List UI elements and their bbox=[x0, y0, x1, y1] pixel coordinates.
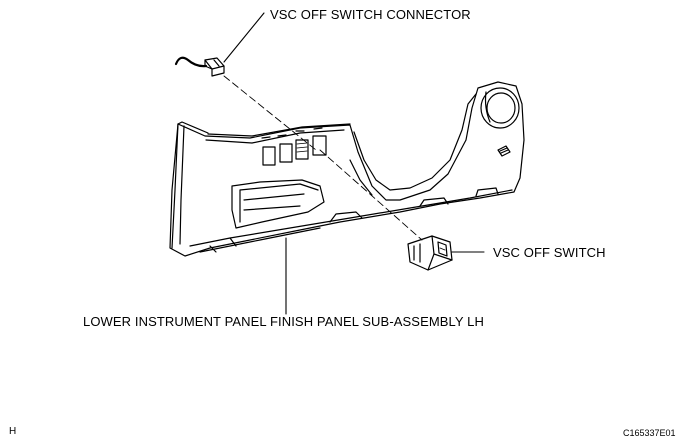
lower-panel-illustration bbox=[169, 81, 525, 257]
glovebox-opening bbox=[231, 179, 325, 229]
connector-illustration bbox=[174, 56, 225, 77]
connector-callout: VSC OFF SWITCH CONNECTOR bbox=[270, 7, 471, 22]
panel-callout: LOWER INSTRUMENT PANEL FINISH PANEL SUB-… bbox=[83, 314, 484, 329]
figure-code: C165337E01 bbox=[623, 428, 676, 438]
switch-illustration bbox=[407, 235, 453, 271]
orientation-mark: H bbox=[9, 426, 17, 437]
wire-harness bbox=[174, 56, 208, 68]
alignment-lines bbox=[223, 75, 423, 241]
round-vent bbox=[480, 87, 520, 129]
leader-lines bbox=[223, 12, 485, 315]
switch-callout: VSC OFF SWITCH bbox=[493, 245, 606, 260]
